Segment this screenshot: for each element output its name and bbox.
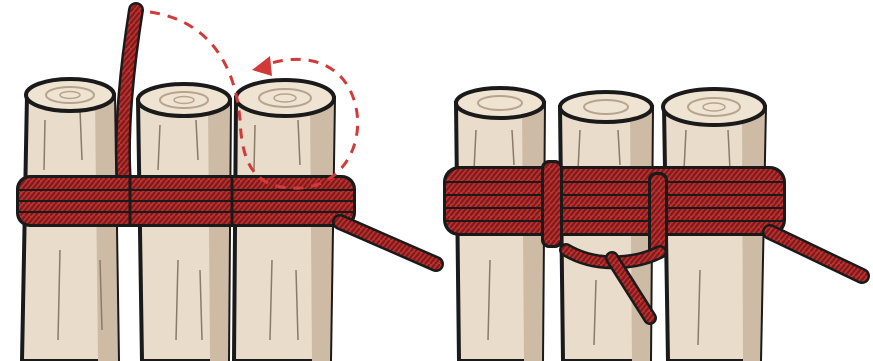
arrowhead-icon: [252, 56, 272, 76]
frapping-turn-2: [648, 172, 668, 256]
rope-wraps-right: [443, 166, 786, 236]
panel-step-2: [443, 88, 862, 361]
panel-step-1: [16, 10, 436, 361]
rope-wraps-left: [16, 175, 356, 227]
frapping-turn-1: [541, 160, 563, 248]
